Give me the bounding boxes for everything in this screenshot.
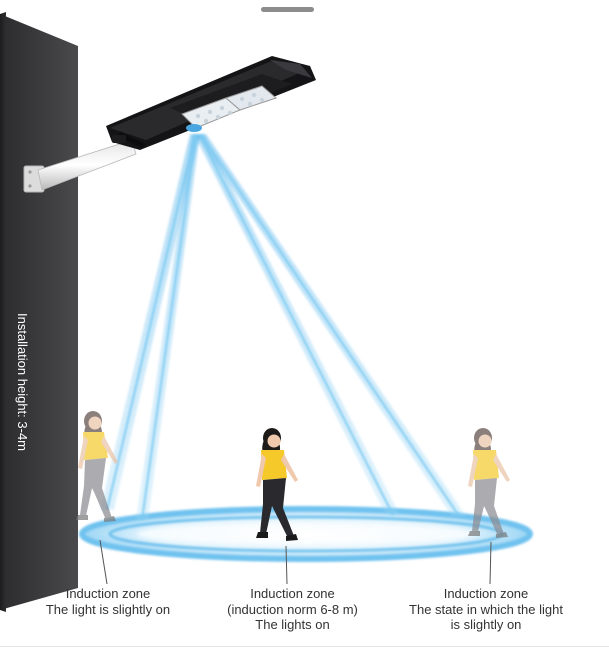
wall — [0, 12, 78, 612]
top-handle-bar — [261, 7, 314, 12]
caption-line: is slightly on — [450, 617, 522, 632]
walking-woman-icon — [256, 428, 298, 541]
caption-title: Induction zone — [250, 586, 335, 601]
caption-title: Induction zone — [65, 586, 151, 601]
caption-line: (induction norm 6-8 m) — [227, 601, 358, 617]
caption-line: The lights on — [255, 617, 330, 632]
caption-right-zone: Induction zone The state in which the li… — [400, 586, 572, 633]
walking-woman-icon — [468, 428, 510, 538]
solar-street-light-icon — [106, 56, 316, 150]
caption-middle-zone: Induction zone (induction norm 6-8 m) Th… — [210, 586, 375, 633]
caption-left-zone: Induction zone The light is slightly on — [38, 586, 178, 617]
walking-woman-icon — [76, 411, 118, 522]
caption-title: Induction zone — [443, 586, 529, 601]
lamp-bracket — [23, 139, 137, 193]
caption-line: The state in which the light — [409, 601, 563, 617]
caption-pointer-lines — [99, 539, 492, 585]
bottom-divider — [0, 646, 609, 647]
sensor-beams — [100, 133, 466, 521]
installation-height-label: Installation height: 3-4m — [15, 312, 30, 452]
induction-zone-ellipse — [79, 506, 533, 562]
caption-line: The light is slightly on — [45, 601, 171, 617]
